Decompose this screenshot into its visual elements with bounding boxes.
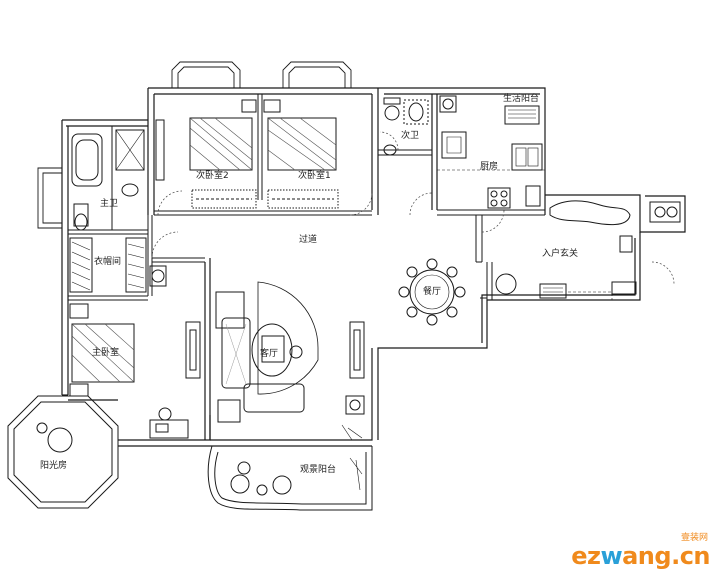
bath-bay xyxy=(37,167,62,229)
bed-bedroom2 xyxy=(155,117,257,209)
living-furniture xyxy=(215,281,365,441)
room-label-bath-secondary: 次卫 xyxy=(401,131,420,141)
room-label-balcony-service: 生活阳台 xyxy=(503,94,540,104)
room-label-view-balcony: 观景阳台 xyxy=(300,465,337,475)
bed-master xyxy=(69,303,201,397)
room-label-kitchen: 厨房 xyxy=(480,162,499,172)
room-label-sunroom: 阳光房 xyxy=(40,461,68,471)
view-balcony xyxy=(207,445,373,511)
interior-walls xyxy=(68,94,545,301)
watermark-logo: 壹装网 ezwang.cn xyxy=(571,533,710,569)
fixtures-kitchen xyxy=(437,95,545,209)
study-desk xyxy=(149,407,189,439)
room-label-dining: 餐厅 xyxy=(423,287,442,297)
fixtures-closet xyxy=(69,237,167,293)
watermark-brand-url: ezwang.cn xyxy=(571,544,710,568)
outer-walls xyxy=(61,87,686,447)
doors xyxy=(151,131,675,285)
room-label-master-bedroom: 主卧室 xyxy=(92,348,120,358)
dining-table xyxy=(398,258,466,326)
bed-bedroom1 xyxy=(241,99,339,209)
watermark-prefix: ez xyxy=(571,542,601,570)
entry-furniture xyxy=(476,200,681,301)
sunroom xyxy=(7,395,119,509)
room-label-living: 客厅 xyxy=(260,349,279,359)
room-label-bath-master: 主卫 xyxy=(100,199,119,209)
room-label-bedroom2: 次卧室2 xyxy=(196,171,229,181)
bay-windows xyxy=(171,61,352,88)
room-label-corridor: 过道 xyxy=(299,235,318,245)
watermark-w: w xyxy=(600,542,623,570)
room-label-entry-hall: 入户玄关 xyxy=(542,249,579,259)
room-label-bedroom1: 次卧室1 xyxy=(298,171,331,181)
fixtures-bath-secondary xyxy=(383,97,429,156)
watermark-brand-cn: 壹装网 xyxy=(680,533,708,543)
watermark-suffix: ang.cn xyxy=(622,542,710,570)
room-label-closet: 衣帽间 xyxy=(94,257,122,267)
fixtures-bath-master xyxy=(71,129,145,231)
